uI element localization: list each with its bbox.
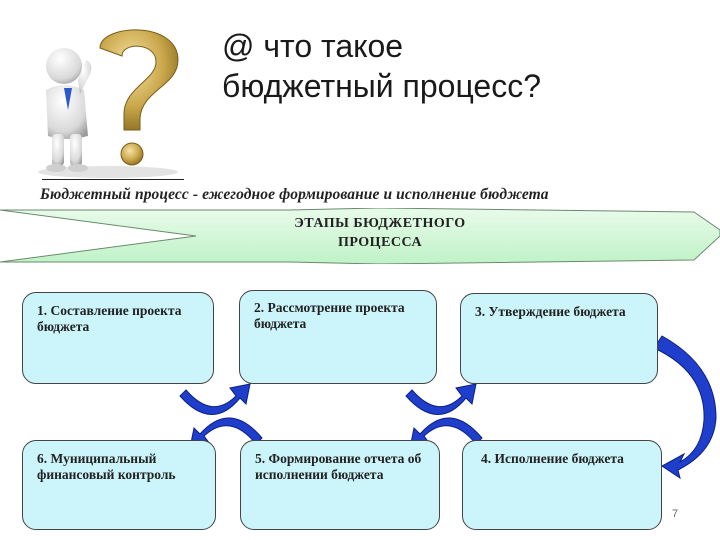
stage-label-2: 2. Рассмотрение проекта бюджета	[254, 300, 426, 332]
thinking-person-question-icon	[28, 14, 188, 182]
banner-title-line-1: ЭТАПЫ БЮДЖЕТНОГО	[250, 214, 510, 233]
stage-box-3: 3. Утверждение бюджета	[460, 293, 658, 384]
stage-box-6: 6. Муниципальный финансовый контроль	[22, 440, 216, 530]
page-title: @ что такое бюджетный процесс?	[222, 26, 702, 106]
stage-box-5: 5. Формирование отчета об исполнении бюд…	[240, 440, 440, 530]
page-number: 7	[672, 508, 678, 520]
banner-title-line-2: ПРОЦЕССА	[250, 233, 510, 252]
stage-box-4: 4. Исполнение бюджета	[462, 440, 662, 530]
banner-title: ЭТАПЫ БЮДЖЕТНОГО ПРОЦЕССА	[250, 214, 510, 252]
page-title-line-2: бюджетный процесс?	[222, 66, 702, 106]
stage-box-2: 2. Рассмотрение проекта бюджета	[239, 290, 437, 384]
definition-text: Бюджетный процесс - ежегодное формирован…	[40, 186, 549, 204]
arrow-2-to-3-icon	[406, 384, 476, 415]
stage-label-1: 1. Составление проекта бюджета	[37, 303, 203, 335]
stage-box-1: 1. Составление проекта бюджета	[22, 292, 214, 384]
stage-label-4: 4. Исполнение бюджета	[481, 451, 651, 467]
arrow-1-to-2-icon	[180, 384, 250, 415]
divider	[42, 179, 184, 180]
stage-label-3: 3. Утверждение бюджета	[475, 304, 647, 320]
stage-label-5: 5. Формирование отчета об исполнении бюд…	[255, 451, 429, 483]
stage-label-6: 6. Муниципальный финансовый контроль	[37, 451, 205, 483]
page-title-line-1: @ что такое	[222, 26, 702, 66]
arrow-3-to-4-icon	[654, 336, 716, 478]
